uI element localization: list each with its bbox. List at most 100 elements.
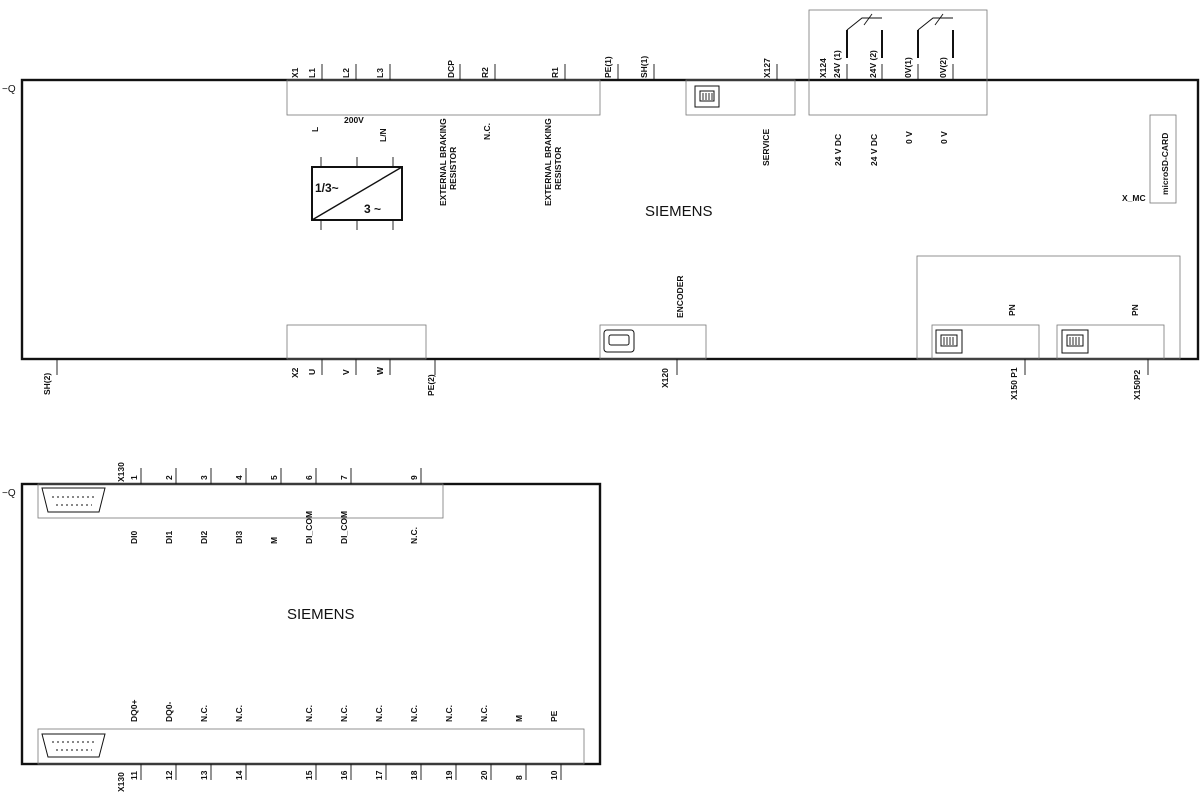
power-terminal-block [286, 79, 601, 116]
x130-bottom-signal-label: DQ0- [164, 702, 174, 722]
label-x130-top: X130 [116, 462, 126, 482]
label-x127: X127 [762, 58, 772, 78]
x130-bottom-signal-label: N.C. [199, 705, 209, 722]
label-x130-bottom: X130 [116, 772, 126, 792]
converter-output-label: 3 ~ [364, 202, 381, 216]
x130-bottom-pin-number: 12 [164, 770, 174, 780]
label-resistor-1: RESISTOR [448, 147, 458, 190]
top-module-frame [20, 78, 1200, 361]
label-x150-p2: X150P2 [1132, 369, 1142, 400]
sub-d-upper-icon [41, 487, 106, 513]
label-ext-braking-1: EXTERNAL BRAKING [438, 118, 448, 206]
label-24vdc-1: 24 V DC [833, 134, 843, 166]
label-x124: X124 [818, 58, 828, 78]
label-l3: L3 [375, 68, 385, 78]
x130-top-signal-label: DI2 [199, 531, 209, 545]
label-ext-braking-2: EXTERNAL BRAKING [543, 118, 553, 206]
rj45-x150-p1-icon [935, 329, 963, 354]
label-service: SERVICE [761, 129, 771, 166]
label-l-n: L/N [378, 128, 388, 142]
x130-bottom-signal-label: N.C. [304, 705, 314, 722]
x130-top-signal-label: DI3 [234, 531, 244, 545]
x130-bottom-signal-label: N.C. [409, 705, 419, 722]
top-ref-designator: −Q [2, 84, 16, 95]
x130-bottom-pin-number: 15 [304, 770, 314, 780]
label-0v-a: 0 V [904, 131, 914, 144]
label-encoder: ENCODER [675, 275, 685, 318]
x130-top-pin-number: 1 [129, 475, 139, 480]
x130-bottom-pin-number: 19 [444, 770, 454, 780]
label-l2: L2 [341, 68, 351, 78]
label-sh1: SH(1) [639, 56, 649, 78]
x130-bottom-pin-number: 8 [514, 775, 524, 780]
x130-bottom-pin-number: 16 [339, 770, 349, 780]
sub-d-lower-icon [41, 733, 106, 758]
bottom-brand-logo: SIEMENS [287, 606, 355, 623]
label-nc: N.C. [482, 123, 492, 140]
label-resistor-2: RESISTOR [553, 147, 563, 190]
label-sh2: SH(2) [42, 373, 52, 395]
x130-bottom-signal-label: PE [549, 710, 559, 722]
x130-top-pin-number: 2 [164, 475, 174, 480]
label-0v-b: 0 V [939, 131, 949, 144]
x130-lower-block [37, 728, 585, 765]
label-voltage: 200V [344, 115, 364, 125]
x130-bottom-signal-label: N.C. [479, 705, 489, 722]
x130-top-pin-number: 5 [269, 475, 279, 480]
x130-bottom-pin-number: 13 [199, 770, 209, 780]
label-r2: R2 [480, 67, 490, 78]
rj45-service-icon [694, 85, 720, 108]
x130-bottom-pin-number: 11 [129, 771, 139, 780]
encoder-block [599, 324, 707, 360]
rj45-x150-p2-icon [1061, 329, 1089, 354]
label-pn-1: PN [1007, 304, 1017, 316]
bottom-terminal-ticks [56, 359, 1149, 375]
top-terminal-ticks [321, 64, 954, 80]
label-x-mc: X_MC [1122, 193, 1146, 203]
x130-pin-group: 1DI02DI13DI24DI35M6DI_COM7DI_COM9N.C.DQ0… [129, 468, 562, 780]
x130-bottom-signal-label: N.C. [374, 705, 384, 722]
x150-p1-port-block [931, 324, 1040, 360]
label-x150-p1: X150 P1 [1009, 367, 1019, 400]
x124-supply-block [808, 9, 988, 116]
x130-bottom-signal-label: N.C. [339, 705, 349, 722]
encoder-connector-icon [603, 329, 635, 353]
x130-top-pin-number: 3 [199, 475, 209, 480]
service-port-block [685, 79, 796, 116]
microsd-slot [1149, 114, 1177, 204]
x130-bottom-signal-label: N.C. [234, 705, 244, 722]
label-0v-1: 0V(1) [903, 57, 913, 78]
x130-bottom-pin-number: 14 [234, 770, 244, 780]
top-brand-logo: SIEMENS [645, 203, 713, 220]
x130-bottom-pin-number: 17 [374, 770, 384, 780]
label-24v-2: 24V (2) [868, 50, 878, 78]
x130-top-pin-number: 9 [409, 475, 419, 480]
x130-top-signal-label: N.C. [409, 527, 419, 544]
x130-top-pin-number: 4 [234, 475, 244, 480]
bottom-ref-designator: −Q [2, 488, 16, 499]
supply-switch-symbols [846, 13, 954, 58]
label-x2: X2 [290, 367, 300, 378]
label-u: U [307, 369, 317, 375]
x130-upper-block [37, 483, 444, 519]
label-l: L [310, 127, 320, 132]
x130-top-signal-label: DI0 [129, 531, 139, 545]
x150-p2-port-block [1056, 324, 1165, 360]
label-x120: X120 [660, 368, 670, 388]
x130-bottom-signal-label: DQ0+ [129, 700, 139, 722]
label-microsd: microSD-CARD [1160, 133, 1170, 195]
label-x1: X1 [290, 67, 300, 78]
x130-bottom-pin-number: 18 [409, 770, 419, 780]
motor-terminal-block [286, 324, 427, 360]
x130-top-pin-number: 6 [304, 475, 314, 480]
pn-area [916, 255, 1181, 360]
label-l1: L1 [307, 68, 317, 78]
label-dcp: DCP [446, 60, 456, 78]
converter-symbol [311, 157, 403, 230]
x130-bottom-signal-label: N.C. [444, 705, 454, 722]
label-w: W [375, 366, 385, 375]
x130-top-signal-label: M [269, 537, 279, 544]
x130-bottom-pin-number: 10 [549, 770, 559, 780]
label-v: V [341, 369, 351, 375]
